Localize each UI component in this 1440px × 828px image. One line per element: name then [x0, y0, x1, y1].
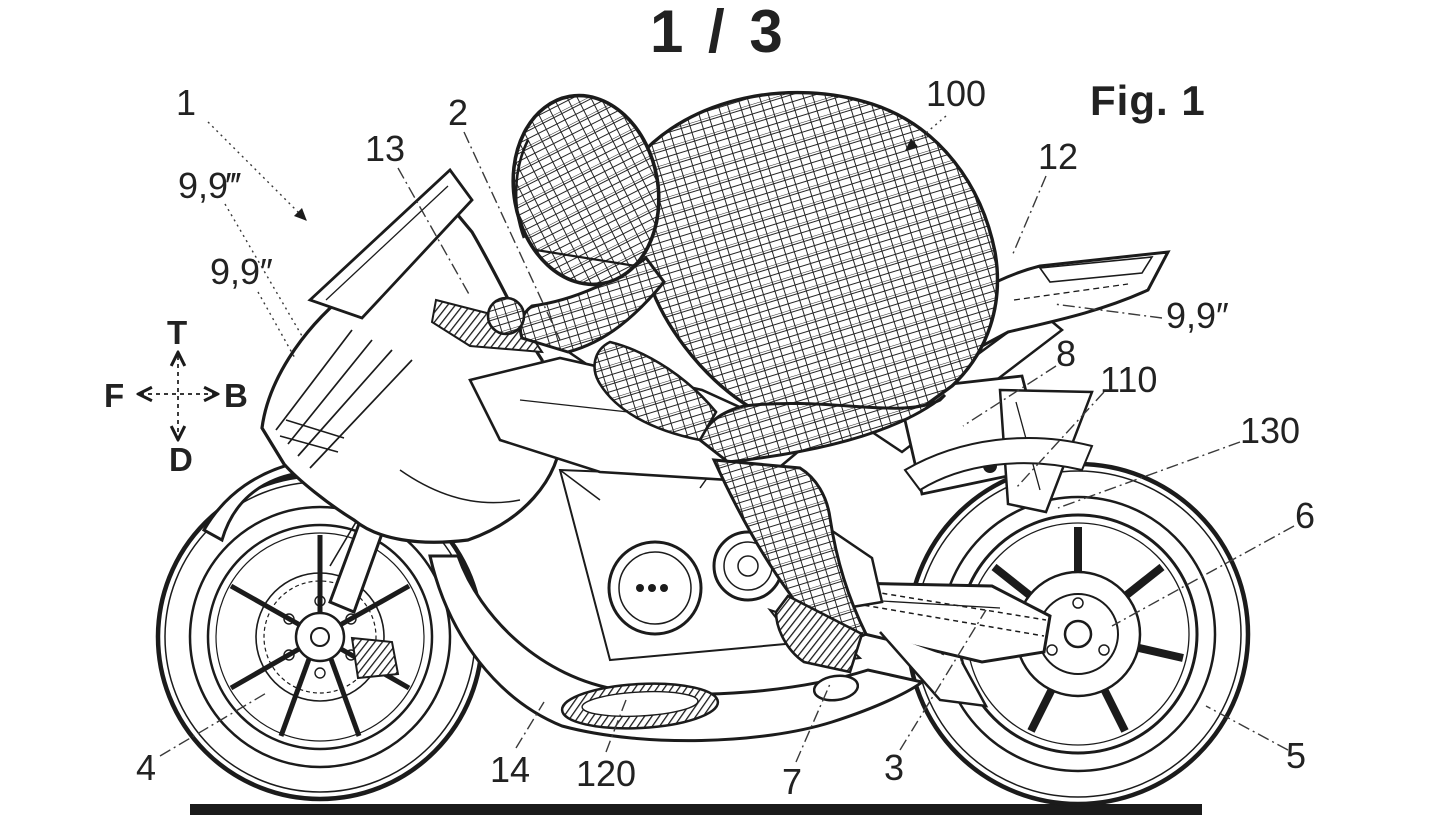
rider — [486, 90, 1000, 674]
ref-label-6: 6 — [1295, 495, 1316, 536]
orientation-label-down: D — [169, 441, 193, 478]
rider-boot — [774, 594, 864, 674]
front-brake-caliper — [350, 636, 400, 680]
ref-label-130: 130 — [1240, 410, 1301, 451]
rider-glove — [486, 296, 526, 336]
leader-5 — [1205, 705, 1289, 751]
rider-knee — [593, 340, 718, 442]
rider-thigh — [698, 393, 947, 464]
leader-4 — [159, 691, 269, 757]
orientation-label-top: T — [167, 314, 188, 351]
leader-100 — [905, 115, 947, 151]
fairing-winglet-strakes — [275, 329, 413, 469]
ref-label-5: 5 — [1286, 735, 1307, 776]
leader-7 — [795, 683, 831, 763]
ref-label-7: 7 — [782, 761, 803, 802]
swingarm — [757, 572, 1052, 708]
leader-13 — [397, 167, 471, 297]
ref-label-120: 120 — [576, 753, 637, 794]
leader-2 — [463, 131, 561, 341]
ref-label-9-9-triple-prime: 9,9‴ — [178, 165, 241, 206]
leader-14 — [515, 701, 545, 749]
helmet-visor-edge — [514, 139, 530, 239]
leader-1 — [207, 121, 307, 221]
orientation-label-back: B — [224, 377, 248, 414]
orientation-label-front: F — [104, 377, 125, 414]
headlight-slits — [279, 419, 345, 453]
leader-9-9-triple — [224, 203, 303, 337]
tail-winglet-slat — [1038, 256, 1154, 283]
leader-9-9-front — [257, 291, 297, 361]
tail-section — [881, 250, 1171, 514]
ref-label-9-9-rear-double-prime: 9,9″ — [1166, 295, 1229, 336]
ref-label-4: 4 — [136, 747, 157, 788]
leader-9-9-rear — [1053, 303, 1163, 319]
orientation-arrows — [140, 354, 216, 438]
ref-label-3: 3 — [884, 747, 905, 788]
rear-hugger — [903, 437, 1094, 492]
ref-label-1: 1 — [176, 82, 197, 123]
ref-label-12: 12 — [1038, 136, 1079, 177]
page-indicator: 1 / 3 — [650, 0, 787, 65]
leader-lines — [159, 115, 1295, 763]
leader-120 — [605, 699, 627, 753]
ref-label-8: 8 — [1056, 333, 1077, 374]
leader-3 — [899, 609, 987, 751]
helmet-chin-line — [535, 248, 637, 268]
leader-12 — [1011, 175, 1047, 257]
ref-label-100: 100 — [926, 73, 987, 114]
ref-label-9-9-front-double-prime: 9,9″ — [210, 251, 273, 292]
windscreen — [307, 167, 474, 320]
ref-label-110: 110 — [1100, 359, 1158, 400]
figure-caption: Fig. 1 — [1090, 77, 1206, 124]
leader-130 — [1057, 441, 1241, 509]
ref-label-2: 2 — [448, 92, 469, 133]
ref-label-13: 13 — [365, 128, 406, 169]
ref-label-14: 14 — [490, 749, 531, 790]
ground-line — [190, 804, 1202, 815]
leader-8 — [962, 365, 1057, 427]
rider-helmet — [511, 93, 661, 287]
